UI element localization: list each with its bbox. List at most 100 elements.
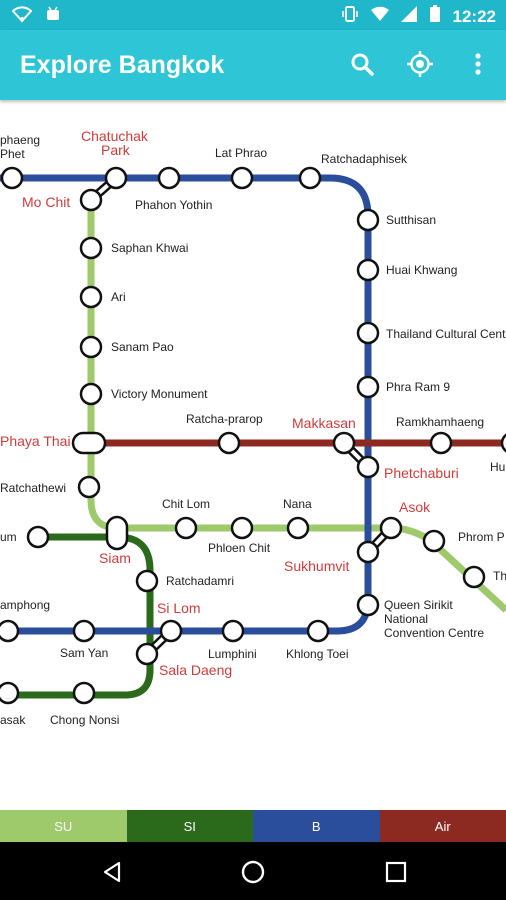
label-phaya-thai: Phaya Thai bbox=[0, 433, 71, 449]
label-ratchathewi: Ratchathewi bbox=[0, 481, 66, 495]
recents-button[interactable] bbox=[378, 854, 414, 890]
label-thailand-cultural: Thailand Cultural Cent bbox=[386, 327, 506, 341]
label-krasak: asak bbox=[0, 713, 26, 727]
label-phra-ram-9: Phra Ram 9 bbox=[386, 380, 450, 394]
wifi-signal-icon bbox=[370, 6, 389, 27]
station-thong-lo[interactable] bbox=[462, 565, 486, 589]
station-phrom-phong[interactable] bbox=[422, 529, 446, 553]
label-hua-lamphong: amphong bbox=[0, 598, 50, 612]
label-phaphaeng: phaeng bbox=[0, 133, 40, 147]
label-chit-lom: Chit Lom bbox=[162, 497, 210, 511]
label-sanam-pao: Sanam Pao bbox=[111, 340, 174, 354]
label-ratchadaphisek: Ratchadaphisek bbox=[321, 152, 408, 166]
home-button[interactable] bbox=[235, 854, 271, 890]
label-sam-yan: Sam Yan bbox=[60, 646, 108, 660]
station-national-stadium[interactable] bbox=[26, 525, 50, 549]
back-icon bbox=[103, 861, 121, 883]
label-phetchaburi: Phetchaburi bbox=[384, 465, 459, 481]
label-national-stadium: um bbox=[0, 530, 17, 544]
station-phaphaeng[interactable] bbox=[0, 166, 24, 190]
station-huai-khwang[interactable] bbox=[356, 258, 380, 282]
station-queen-sirikit[interactable] bbox=[356, 593, 380, 617]
station-siam-interchange[interactable] bbox=[105, 515, 129, 551]
status-bar: 12:22 bbox=[0, 0, 506, 30]
overflow-menu-button[interactable] bbox=[462, 48, 494, 80]
silom-line bbox=[0, 533, 154, 699]
label-nana: Nana bbox=[283, 497, 312, 511]
station-lumphini[interactable] bbox=[221, 619, 245, 643]
label-ratcha-prarop: Ratcha-prarop bbox=[186, 412, 263, 426]
label-queen-sirikit-2: National bbox=[384, 612, 428, 626]
station-ramkhamhaeng[interactable] bbox=[429, 431, 453, 455]
label-khlong-toei: Khlong Toei bbox=[286, 647, 349, 661]
station-chatuchak[interactable] bbox=[104, 166, 128, 190]
label-huai-khwang: Huai Khwang bbox=[386, 263, 457, 277]
station-ari[interactable] bbox=[79, 285, 103, 309]
label-phloen-chit: Phloen Chit bbox=[208, 541, 271, 555]
station-hua-lamphong[interactable] bbox=[0, 619, 20, 643]
station-makkasan[interactable] bbox=[332, 431, 356, 455]
label-asok: Asok bbox=[399, 499, 431, 515]
station-mo-chit[interactable] bbox=[79, 188, 103, 212]
station-hua-mak[interactable] bbox=[500, 433, 506, 453]
station-si-lom[interactable] bbox=[159, 619, 183, 643]
legend-sukhumvit[interactable]: SU bbox=[0, 810, 127, 842]
back-button[interactable] bbox=[94, 854, 130, 890]
system-nav-bar bbox=[0, 842, 506, 900]
label-chatuchak-2: Park bbox=[101, 142, 131, 158]
legend-airport[interactable]: Air bbox=[379, 810, 506, 842]
station-ratcha-prarop[interactable] bbox=[217, 431, 241, 455]
label-saphan-khwai: Saphan Khwai bbox=[111, 241, 188, 255]
label-thong-lo: Th bbox=[493, 569, 506, 583]
station-saphan-khwai[interactable] bbox=[79, 236, 103, 260]
recents-icon bbox=[385, 861, 407, 883]
label-phet: Phet bbox=[0, 147, 25, 161]
station-krasak[interactable] bbox=[0, 681, 20, 705]
vibrate-icon bbox=[341, 5, 359, 28]
station-ratchadaphisek[interactable] bbox=[298, 166, 322, 190]
station-sam-yan[interactable] bbox=[72, 619, 96, 643]
station-chong-nonsi[interactable] bbox=[72, 681, 96, 705]
label-makkasan: Makkasan bbox=[292, 415, 356, 431]
station-lat-phrao[interactable] bbox=[230, 166, 254, 190]
label-chong-nonsi: Chong Nonsi bbox=[50, 713, 119, 727]
station-thailand-cultural-centre[interactable] bbox=[356, 321, 380, 345]
label-sala-daeng: Sala Daeng bbox=[159, 662, 232, 678]
my-location-button[interactable] bbox=[404, 48, 436, 80]
station-khlong-toei[interactable] bbox=[306, 619, 330, 643]
sukhumvit-line bbox=[87, 200, 506, 613]
app-bar: Explore Bangkok bbox=[0, 30, 506, 100]
station-asok[interactable] bbox=[379, 516, 403, 540]
label-phrom-phong: Phrom P bbox=[458, 530, 505, 544]
label-victory-monument: Victory Monument bbox=[111, 387, 208, 401]
label-queen-sirikit-3: Convention Centre bbox=[384, 626, 484, 640]
station-phetchaburi[interactable] bbox=[356, 455, 380, 479]
label-siam: Siam bbox=[99, 550, 131, 566]
home-icon bbox=[241, 860, 265, 884]
station-sanam-pao[interactable] bbox=[79, 335, 103, 359]
station-nana[interactable] bbox=[286, 516, 310, 540]
station-phahon-yothin[interactable] bbox=[157, 166, 181, 190]
station-sutthisan[interactable] bbox=[356, 208, 380, 232]
station-sukhumvit[interactable] bbox=[356, 540, 380, 564]
label-chatuchak-1: Chatuchak bbox=[81, 128, 149, 144]
station-victory-monument[interactable] bbox=[79, 382, 103, 406]
label-ari: Ari bbox=[111, 290, 126, 304]
wifi-notification-icon bbox=[11, 5, 33, 28]
station-ratchadamri[interactable] bbox=[135, 569, 159, 593]
station-phra-ram-9[interactable] bbox=[356, 375, 380, 399]
label-ratchadamri: Ratchadamri bbox=[166, 574, 234, 588]
legend-blue[interactable]: B bbox=[253, 810, 380, 842]
station-ratchathewi[interactable] bbox=[77, 475, 101, 499]
search-button[interactable] bbox=[346, 48, 378, 80]
station-phloen-chit[interactable] bbox=[230, 516, 254, 540]
transit-map-canvas[interactable]: phaeng Phet Chatuchak Park Lat Phrao Rat… bbox=[0, 100, 506, 810]
station-sala-daeng[interactable] bbox=[135, 642, 159, 666]
battery-icon bbox=[429, 5, 441, 28]
legend-silom[interactable]: SI bbox=[126, 810, 253, 842]
label-lat-phrao: Lat Phrao bbox=[215, 146, 267, 160]
transit-map[interactable]: phaeng Phet Chatuchak Park Lat Phrao Rat… bbox=[0, 100, 506, 810]
station-chit-lom[interactable] bbox=[174, 516, 198, 540]
label-queen-sirikit-1: Queen Sirikit bbox=[384, 598, 453, 612]
station-phaya-thai-interchange[interactable] bbox=[71, 431, 107, 455]
